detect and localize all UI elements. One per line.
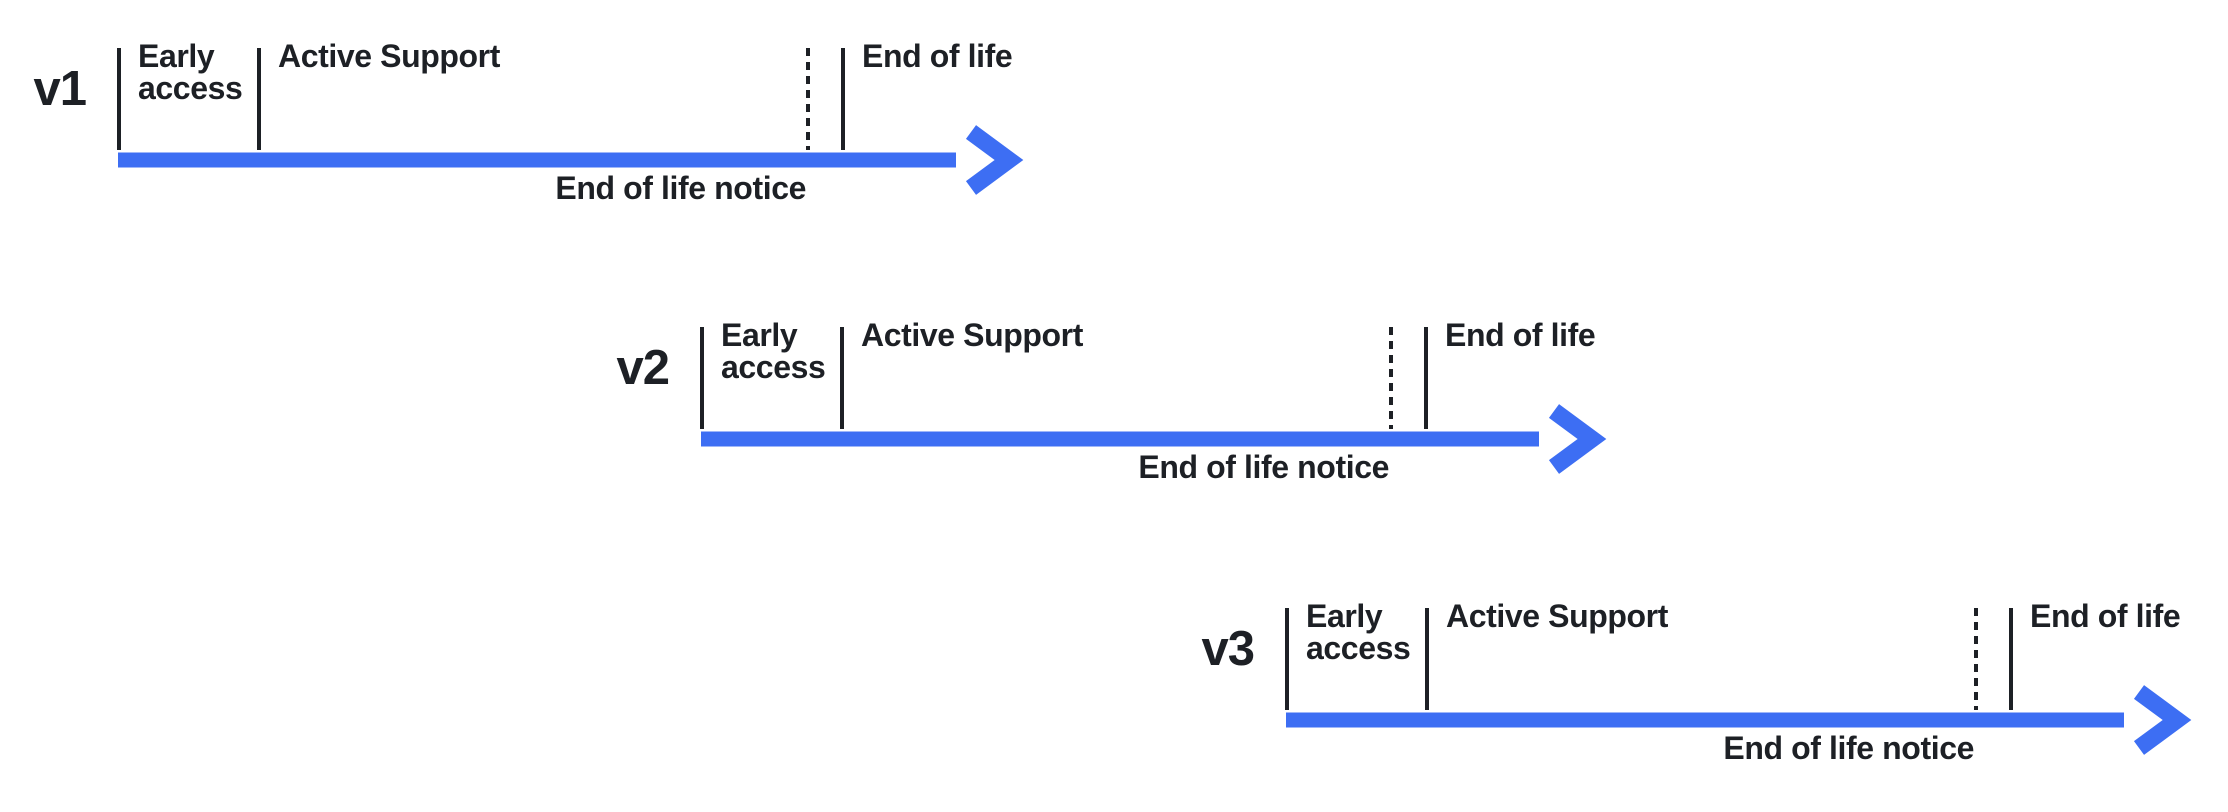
tick-release-v1 [117, 48, 121, 150]
phase-label-end-of-life-notice: End of life notice [555, 170, 806, 206]
phase-label-end-of-life: End of life [862, 38, 1013, 74]
phase-label-end-of-life-notice: End of life notice [1723, 730, 1974, 766]
tick-active-support-start-v1 [257, 48, 261, 150]
tick-end-of-life-v1 [841, 48, 845, 150]
tick-eol-notice-dashed-v3 [1974, 608, 1978, 710]
phase-label-active-support: Active Support [278, 38, 500, 74]
timeline-arrow-v2 [701, 404, 1607, 474]
phase-label-end-of-life: End of life [2030, 598, 2181, 634]
phase-label-early-access: Early access [721, 317, 826, 385]
phase-label-early-access: Early access [138, 38, 243, 106]
version-label-v1: v1 [33, 62, 87, 116]
version-label-v2: v2 [616, 341, 670, 395]
phase-label-end-of-life: End of life [1445, 317, 1596, 353]
phase-label-active-support: Active Support [1446, 598, 1668, 634]
timeline-arrow-v3 [1286, 685, 2192, 755]
tick-release-v2 [700, 327, 704, 429]
timeline-v1: v1 Early access Active Support End of li… [33, 30, 1108, 280]
phase-label-early-access: Early access [1306, 598, 1411, 666]
phase-label-end-of-life-notice: End of life notice [1138, 449, 1389, 485]
version-label-v3: v3 [1201, 622, 1255, 676]
tick-end-of-life-v2 [1424, 327, 1428, 429]
tick-eol-notice-dashed-v1 [806, 48, 810, 150]
tick-eol-notice-dashed-v2 [1389, 327, 1393, 429]
tick-end-of-life-v3 [2009, 608, 2013, 710]
timeline-v3: v3 Early access Active Support End of li… [1201, 590, 2228, 812]
tick-active-support-start-v3 [1425, 608, 1429, 710]
tick-active-support-start-v2 [840, 327, 844, 429]
timeline-arrow-v1 [118, 125, 1024, 195]
phase-label-active-support: Active Support [861, 317, 1083, 353]
timeline-v2: v2 Early access Active Support End of li… [616, 309, 1691, 559]
tick-release-v3 [1285, 608, 1289, 710]
